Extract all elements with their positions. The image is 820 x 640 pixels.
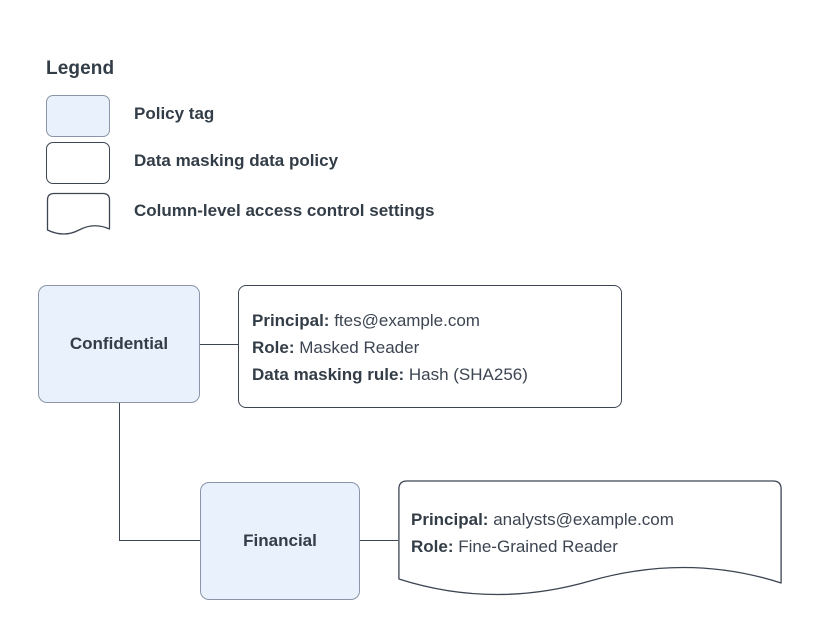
column-row-principal-value: analysts@example.com — [493, 510, 674, 529]
masking-row-rule-key: Data masking rule: — [252, 365, 405, 384]
column-row-principal: Principal: analysts@example.com — [411, 506, 772, 533]
node-confidential[interactable]: Confidential — [38, 285, 200, 403]
column-row-role-key: Role: — [411, 537, 454, 556]
data-masking-policy-lines: Principal: ftes@example.com Role: Masked… — [252, 307, 611, 388]
data-masking-policy-box[interactable]: Principal: ftes@example.com Role: Masked… — [238, 285, 622, 408]
column-row-role-value: Fine-Grained Reader — [458, 537, 618, 556]
column-row-principal-key: Principal: — [411, 510, 489, 529]
column-access-settings-lines: Principal: analysts@example.com Role: Fi… — [411, 506, 772, 560]
masking-row-rule-value: Hash (SHA256) — [408, 365, 528, 384]
masking-row-rule: Data masking rule: Hash (SHA256) — [252, 361, 611, 388]
masking-row-role-value: Masked Reader — [299, 338, 420, 357]
legend-swatch-policy-tag — [46, 95, 110, 137]
column-row-role: Role: Fine-Grained Reader — [411, 533, 772, 560]
legend-label-data-masking-policy: Data masking data policy — [134, 151, 339, 170]
connector-financial-to-column-settings — [360, 540, 398, 542]
legend-label-column-access-settings: Column-level access control settings — [134, 201, 435, 220]
legend-swatch-data-masking-policy — [46, 142, 110, 184]
node-financial-label: Financial — [243, 531, 317, 550]
masking-row-role: Role: Masked Reader — [252, 334, 611, 361]
node-financial[interactable]: Financial — [200, 482, 360, 600]
connector-confidential-to-financial-horizontal — [119, 540, 201, 542]
column-access-settings-wave-shape — [398, 480, 782, 596]
masking-row-principal-key: Principal: — [252, 311, 330, 330]
masking-row-principal: Principal: ftes@example.com — [252, 307, 611, 334]
column-access-settings-box[interactable]: Principal: analysts@example.com Role: Fi… — [398, 478, 782, 600]
connector-confidential-to-masking-policy — [200, 344, 238, 346]
legend-title: Legend — [46, 58, 115, 79]
connector-confidential-to-financial-vertical — [119, 403, 121, 541]
legend-label-policy-tag: Policy tag — [134, 104, 215, 123]
node-confidential-label: Confidential — [69, 334, 169, 353]
legend-swatch-column-access-settings — [46, 192, 111, 235]
masking-row-role-key: Role: — [252, 338, 295, 357]
masking-row-principal-value: ftes@example.com — [334, 311, 480, 330]
